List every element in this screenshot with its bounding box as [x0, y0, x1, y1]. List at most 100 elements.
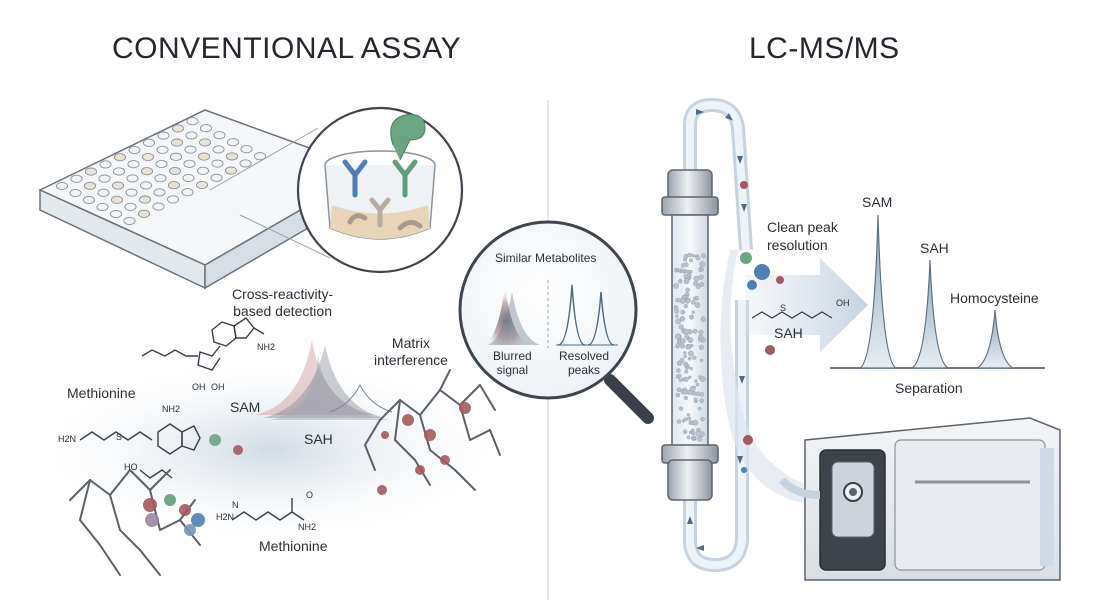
plate-well [109, 209, 123, 219]
plate-well [239, 159, 252, 168]
plate-well [141, 152, 155, 162]
plate-well [137, 209, 151, 218]
peak-label-homocysteine: Homocysteine [950, 290, 1039, 306]
column-packing [673, 252, 707, 442]
matrix-molecule [164, 494, 176, 506]
packing-bead [685, 366, 689, 370]
packing-bead [699, 261, 706, 268]
packing-bead [680, 338, 686, 344]
packing-bead [694, 296, 699, 301]
plate-well [142, 138, 156, 147]
packing-bead [683, 387, 687, 391]
packing-bead [675, 392, 681, 398]
matrix-molecule [209, 434, 221, 446]
packing-bead [675, 318, 681, 325]
packing-bead [680, 263, 686, 268]
packing-bead [686, 413, 691, 417]
network-bond [109, 469, 131, 496]
plate-well [253, 152, 267, 161]
packing-bead [679, 297, 686, 304]
packing-bead [676, 368, 681, 373]
packing-bead [688, 390, 694, 395]
plate-well [171, 124, 185, 133]
plate-well [128, 145, 141, 155]
packing-bead [691, 310, 695, 315]
flow-arrow [725, 113, 734, 121]
plate-well [169, 152, 183, 161]
packing-bead [700, 267, 704, 272]
packing-bead [677, 373, 682, 378]
plate-well [84, 167, 98, 176]
plate-well [112, 167, 126, 176]
flow-molecule [765, 345, 775, 355]
chem-h2n-bottom: H2N [216, 512, 235, 522]
plate-well [212, 145, 225, 154]
plate-well [123, 216, 136, 226]
packing-bead [683, 361, 689, 367]
flow-molecule [740, 252, 752, 264]
plate-well [170, 138, 184, 147]
plate-well [97, 188, 110, 197]
plate-well [124, 202, 137, 211]
plate-well [185, 131, 198, 140]
packing-bead [683, 376, 689, 382]
packing-bead [686, 435, 691, 440]
network-bond [459, 384, 481, 406]
packing-bead [673, 283, 679, 289]
network-bond [119, 529, 141, 551]
chem-h2n-left: H2N [58, 434, 77, 444]
packing-bead [684, 369, 689, 374]
methionine-bottom-structure [231, 498, 305, 521]
chem-o-bottom: O [306, 490, 314, 500]
plate-well [96, 202, 109, 212]
plate-well [70, 174, 83, 183]
packing-bead [692, 436, 697, 441]
plate-well [156, 145, 169, 154]
plate-well [126, 174, 139, 183]
matrix-molecule [377, 485, 387, 495]
packing-bead [692, 355, 697, 360]
chromatogram-peak [909, 259, 951, 369]
network-bond [469, 429, 491, 441]
network-bond [364, 419, 381, 446]
plate-well [69, 188, 82, 198]
packing-bead [698, 338, 702, 342]
plate-well [140, 167, 154, 176]
matrix-molecule [233, 445, 243, 455]
chem-nh2-top: NH2 [257, 342, 276, 352]
flow-arrow [696, 545, 704, 551]
network-bond [479, 384, 496, 411]
packing-bead [692, 328, 698, 334]
packing-bead [695, 391, 701, 397]
matrix-molecule [381, 431, 389, 439]
plate-well [184, 145, 197, 154]
matrix-molecule [191, 513, 205, 527]
packing-bead [689, 314, 694, 320]
packing-bead [683, 395, 688, 401]
packing-bead [674, 308, 680, 314]
packing-bead [675, 343, 680, 348]
packing-bead [700, 253, 706, 259]
plate-well [195, 180, 209, 190]
network-bond [149, 469, 171, 491]
plate-well [55, 181, 69, 191]
network-bond [89, 479, 111, 496]
packing-bead [678, 378, 683, 383]
matrix-molecule [459, 402, 471, 414]
lc-column [661, 169, 719, 501]
methionine-label-bottom: Methionine [259, 538, 328, 554]
plate-well [196, 166, 210, 175]
packing-bead [680, 309, 686, 315]
packing-bead [679, 357, 685, 363]
plate-well [98, 174, 111, 183]
network-bond [399, 399, 421, 416]
plate-well [183, 159, 196, 168]
flow-molecule [743, 435, 753, 445]
flow-arrow [741, 204, 747, 212]
plate-well [166, 195, 180, 204]
matrix-interference-label: Matrix interference [374, 335, 448, 368]
packing-bead [694, 302, 701, 308]
matrix-molecule [179, 504, 191, 516]
packing-bead [683, 417, 688, 422]
packing-bead [699, 358, 704, 363]
